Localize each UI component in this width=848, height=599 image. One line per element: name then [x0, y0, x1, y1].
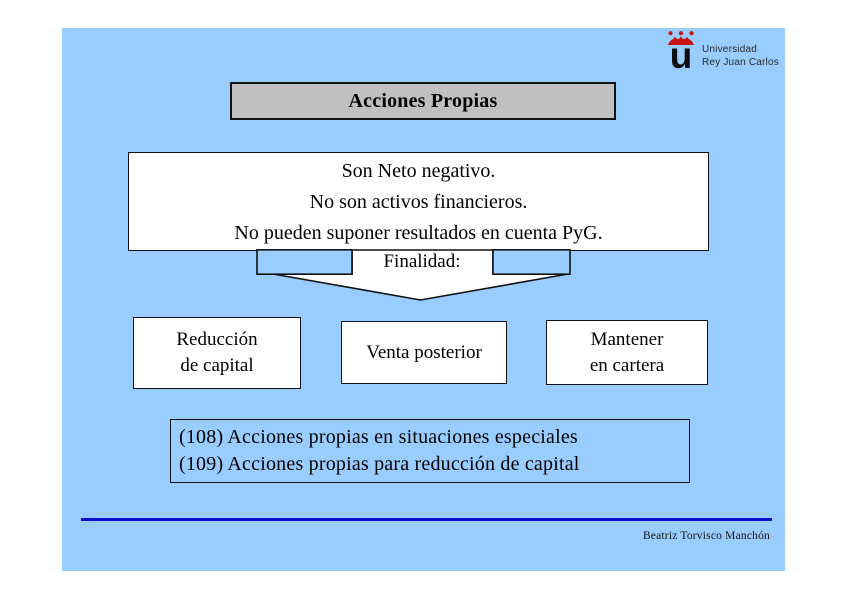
option-label: Mantener: [590, 328, 664, 350]
account-line-108: (108) Acciones propias en situaciones es…: [179, 426, 578, 448]
accounts-box: (108) Acciones propias en situaciones es…: [170, 419, 690, 483]
author-credit: Beatriz Torvisco Manchón: [642, 530, 770, 542]
logo-name-line1: Universidad: [702, 44, 758, 55]
footer-rule: [81, 518, 772, 521]
account-line-109: (109) Acciones propias para reducción de…: [179, 453, 580, 475]
statement-line: No son activos financieros.: [309, 191, 528, 213]
arrow-notch-left: [256, 249, 353, 275]
option-box-reduccion-de-capital: Reducción de capital: [133, 317, 301, 389]
page-title: Acciones Propias: [348, 89, 498, 112]
logo-name-line2: Rey Juan Carlos: [702, 56, 779, 68]
logo-name: Universidad Rey Juan Carlos: [702, 44, 779, 69]
option-box-mantener-en-cartera: Mantener en cartera: [546, 320, 708, 385]
title-box: Acciones Propias: [230, 82, 616, 120]
crown-icon: [668, 31, 694, 45]
arrow-notch-right: [492, 249, 571, 275]
option-label: Reducción: [176, 329, 258, 350]
university-logo: u Universidad Rey Juan Carlos: [664, 30, 782, 76]
option-label: de capital: [180, 355, 254, 376]
option-label: en cartera: [589, 354, 665, 376]
logo-letter: u: [669, 35, 693, 76]
statement-line: No pueden suponer resultados en cuenta P…: [234, 222, 603, 244]
slide: u Universidad Rey Juan Carlos Acciones P…: [62, 28, 785, 571]
statement-box: Son Neto negativo. No son activos financ…: [128, 152, 709, 251]
finalidad-label: Finalidad:: [383, 251, 461, 272]
statement-line: Son Neto negativo.: [341, 160, 496, 182]
down-arrow-icon: [256, 249, 571, 301]
option-label: Venta posterior: [366, 341, 482, 363]
option-box-venta-posterior: Venta posterior: [341, 321, 507, 384]
